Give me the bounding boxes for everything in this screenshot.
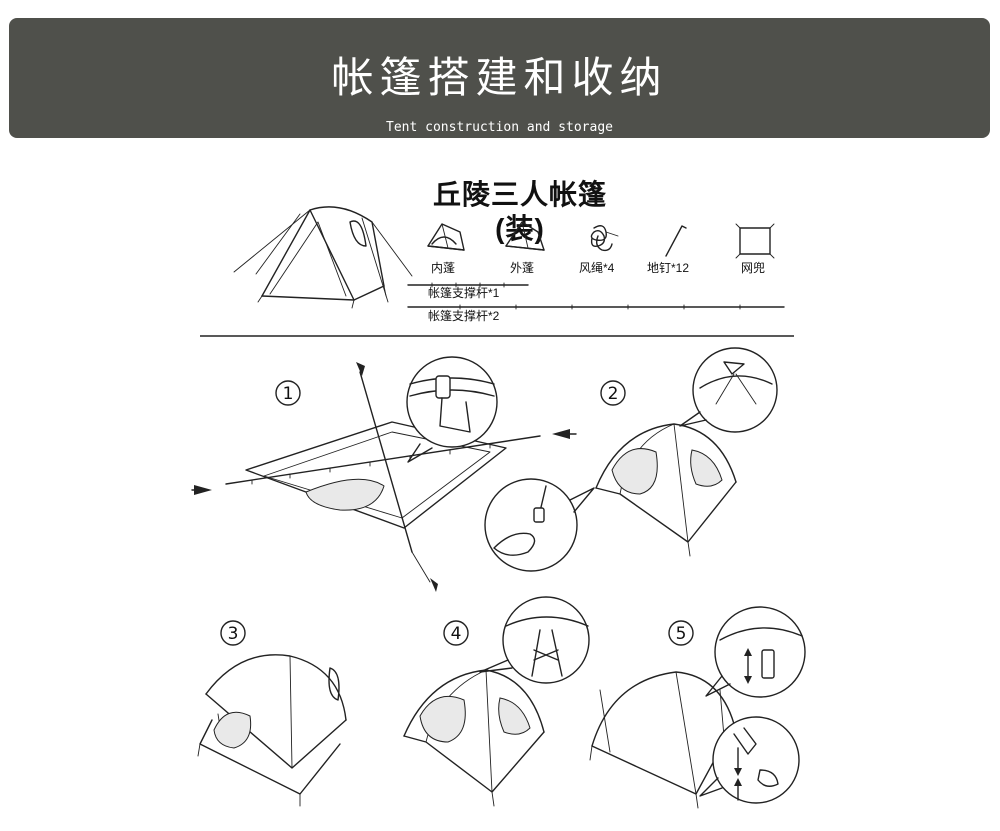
step-marker-3: 3 <box>220 620 246 646</box>
tent-pole-icon-2 <box>407 304 785 310</box>
kit-item-label-outer-tent: 外蓬 <box>510 261 535 275</box>
step-2-zoom-inset-top <box>679 347 778 433</box>
pole-label-1: 帐篷支撑杆*1 <box>428 286 500 300</box>
step-marker-5: 5 <box>668 620 694 646</box>
outer-tent-icon <box>505 221 545 251</box>
kit-item-label-inner-tent: 内蓬 <box>431 261 456 275</box>
step-2-illustration <box>595 423 737 557</box>
kit-title: 丘陵三人帐篷(装) <box>432 179 607 244</box>
step-number-4: 4 <box>451 624 462 644</box>
step-2-zoom-inset-bottom <box>484 478 595 572</box>
inner-tent-icon <box>427 223 465 251</box>
step-5-zoom-inset-bottom <box>699 716 800 804</box>
header-banner: 帐篷搭建和收纳 Tent construction and storage <box>9 18 990 138</box>
step-5-zoom-inset-top <box>705 606 806 698</box>
step-number-2: 2 <box>608 384 619 404</box>
pole-label-2: 帐篷支撑杆*2 <box>428 309 500 323</box>
ground-stake-icon <box>665 225 687 257</box>
step-number-5: 5 <box>676 624 687 644</box>
banner-title: 帐篷搭建和收纳 <box>331 53 668 102</box>
kit-item-label-ground-stake: 地钉*12 <box>647 261 690 275</box>
mesh-bag-icon <box>735 223 775 259</box>
step-3-illustration <box>197 654 347 807</box>
step-4-zoom-inset <box>479 596 590 684</box>
step-marker-4: 4 <box>443 620 469 646</box>
step-number-3: 3 <box>228 624 239 644</box>
kit-item-label-mesh-bag: 网兜 <box>741 261 766 275</box>
step-marker-1: 1 <box>275 380 301 406</box>
step-1-illustration <box>191 362 577 592</box>
step-marker-2: 2 <box>600 380 626 406</box>
assembled-tent-icon <box>233 206 413 309</box>
step-number-1: 1 <box>283 384 294 404</box>
kit-item-label-wind-rope: 风绳*4 <box>579 261 615 275</box>
tent-pole-icon-1 <box>407 282 529 288</box>
wind-rope-icon <box>590 225 619 252</box>
step-1-zoom-inset <box>406 356 498 463</box>
step-4-illustration <box>403 669 545 807</box>
banner-subtitle: Tent construction and storage <box>386 120 613 135</box>
